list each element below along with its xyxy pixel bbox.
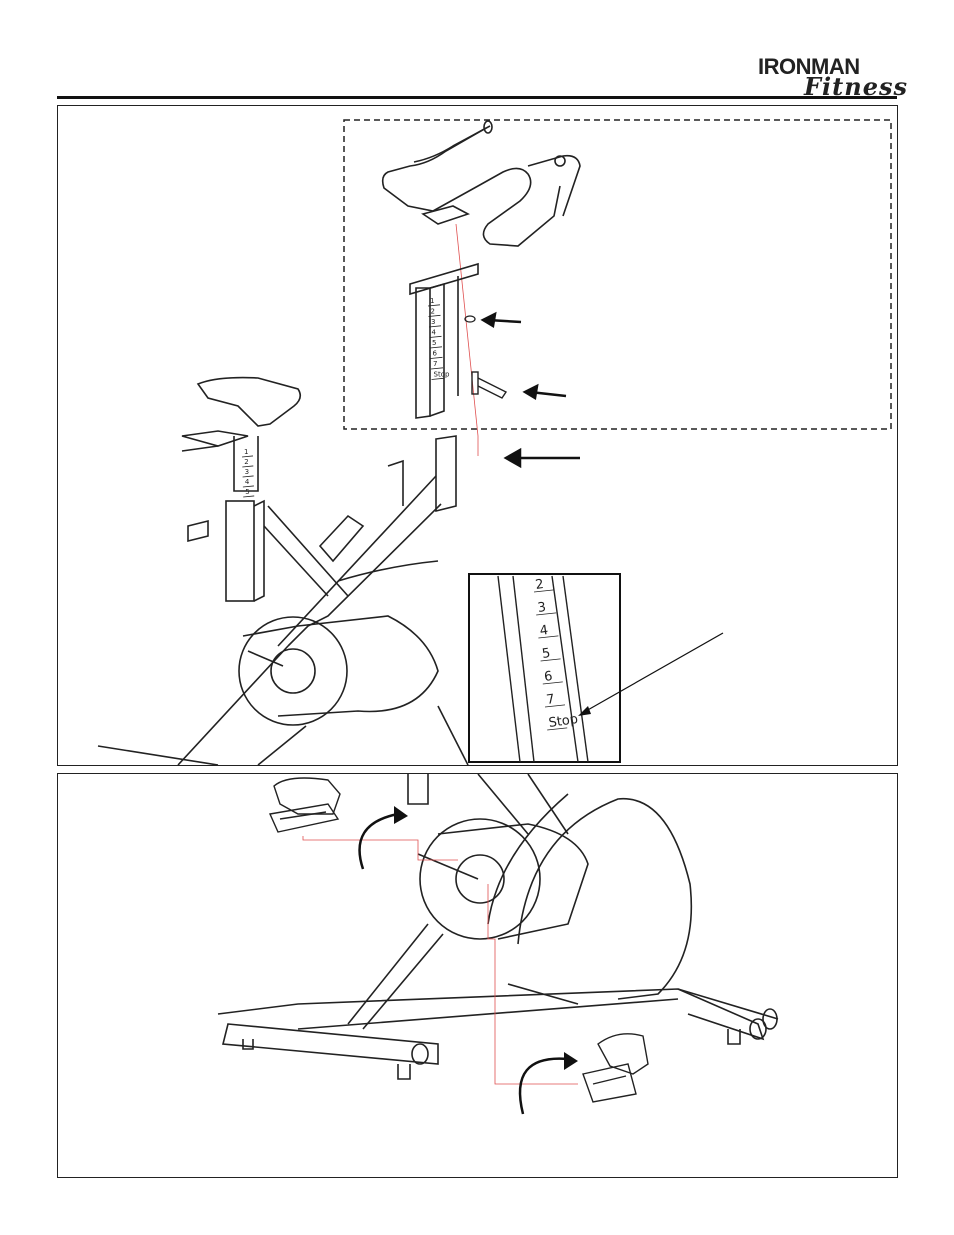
left-rotation-arrowhead [394, 806, 408, 824]
seat-scale-label: 3 [245, 468, 249, 476]
seat-scale-tick [242, 456, 253, 457]
post-scale-label: 1 [430, 297, 434, 305]
seat-scale-tick [243, 486, 254, 487]
seat-scale-tick [242, 466, 253, 467]
post-scale-label: 4 [432, 329, 437, 337]
left-pedal-drawing [270, 778, 340, 832]
post-scale-label: 5 [432, 339, 436, 347]
pointer-arrows [483, 314, 580, 466]
handlebar-drawing [383, 121, 580, 246]
post-scale-label: 6 [433, 350, 438, 358]
seat-scale-label: 2 [244, 458, 248, 466]
knob-part [472, 372, 506, 398]
exploded-view-box [344, 120, 891, 429]
post-scale-label: Stop [434, 371, 450, 379]
seat-post-scale: 1 2 3 4 5 [242, 448, 254, 497]
washer-part [465, 316, 475, 322]
assembly-panel-pedals [57, 773, 898, 1178]
alignment-guides [456, 224, 478, 456]
seat-scale-label: 4 [245, 478, 250, 486]
header-rule [57, 96, 897, 99]
pedal-assembly-illustration [58, 774, 897, 1177]
seat-scale-label: 5 [245, 488, 249, 496]
seat-scale-tick [243, 496, 254, 497]
right-rotation-arrowhead [564, 1052, 578, 1070]
bike-lower-frame-drawing [218, 774, 778, 1079]
right-pedal-drawing [583, 1034, 648, 1102]
post-scale-label: 2 [431, 308, 435, 316]
post-scale-label: 3 [431, 318, 435, 326]
bike-frame-drawing [98, 378, 468, 765]
seat-scale-tick [243, 476, 254, 477]
seat-scale-label: 1 [244, 448, 248, 456]
post-scale-label: 7 [433, 360, 437, 368]
ironman-fitness-logo: IRONMAN Fitness [752, 40, 902, 100]
